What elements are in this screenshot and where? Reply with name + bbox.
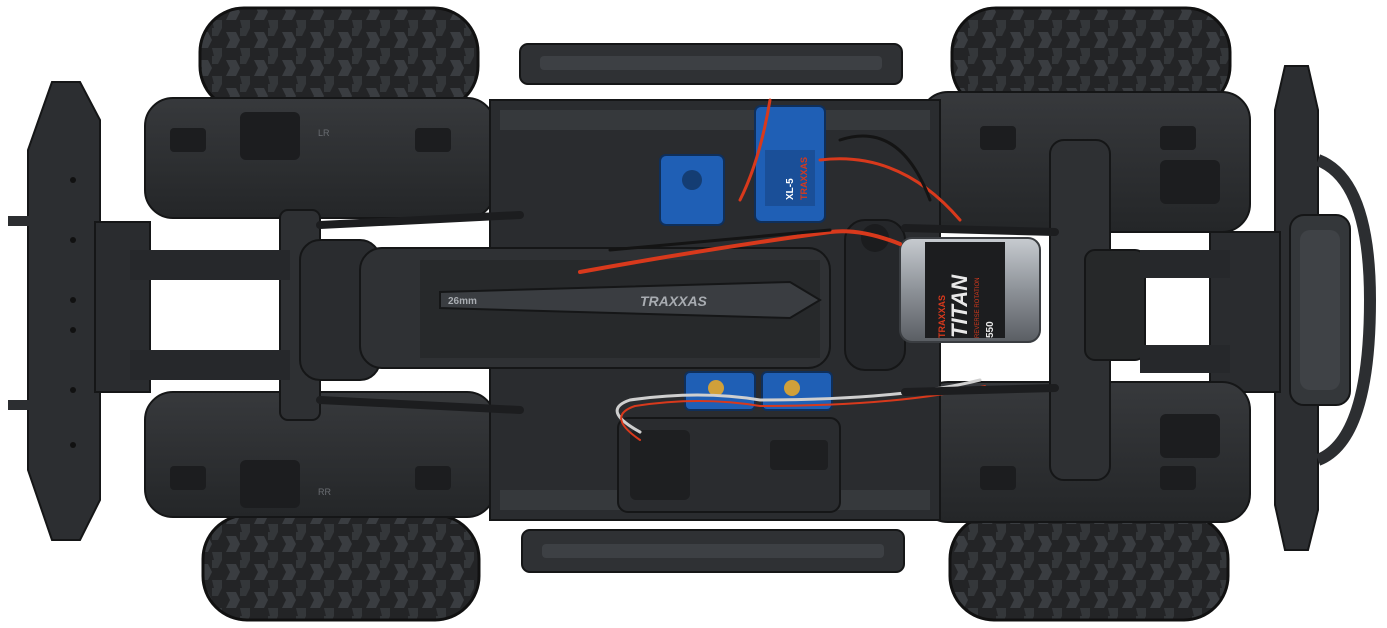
- rear-axle: [130, 209, 381, 421]
- motor-note-label: REVERSE ROTATION: [975, 278, 981, 338]
- fender-rear-right: [144, 391, 496, 518]
- tire-front-right: [948, 513, 1230, 622]
- center-driveshaft: 26mm TRAXXAS: [439, 280, 822, 320]
- suspension-links: [316, 211, 1059, 414]
- left-rear-marker: LR: [318, 128, 330, 138]
- fender-rear-left: [144, 97, 496, 219]
- tire-rear-right: [201, 513, 481, 622]
- front-axle: [1049, 139, 1230, 481]
- tire-rear-left: [198, 6, 480, 112]
- steering-servo-blue: [659, 154, 725, 226]
- slider-top: [519, 43, 903, 85]
- motor-gearbox: [844, 219, 906, 371]
- motor-model-label: TITAN: [947, 274, 972, 338]
- xl5-esc: XL-5 TRAXXAS: [754, 105, 826, 223]
- esc-model-label: XL-5: [785, 178, 796, 200]
- motor-turns-label: 550: [985, 321, 996, 338]
- slider-bottom: [521, 529, 905, 573]
- motor-brand-label: TRAXXAS: [937, 295, 947, 338]
- driveshaft-brand-label: TRAXXAS: [640, 293, 708, 309]
- right-rear-marker: RR: [318, 487, 331, 497]
- titan-motor: TRAXXAS TITAN REVERSE ROTATION 550: [899, 237, 1041, 343]
- rear-bumper: [8, 81, 151, 541]
- driveshaft-size-label: 26mm: [448, 296, 477, 307]
- esc-brand-label: TRAXXAS: [799, 157, 809, 200]
- receiver-box: [617, 417, 841, 513]
